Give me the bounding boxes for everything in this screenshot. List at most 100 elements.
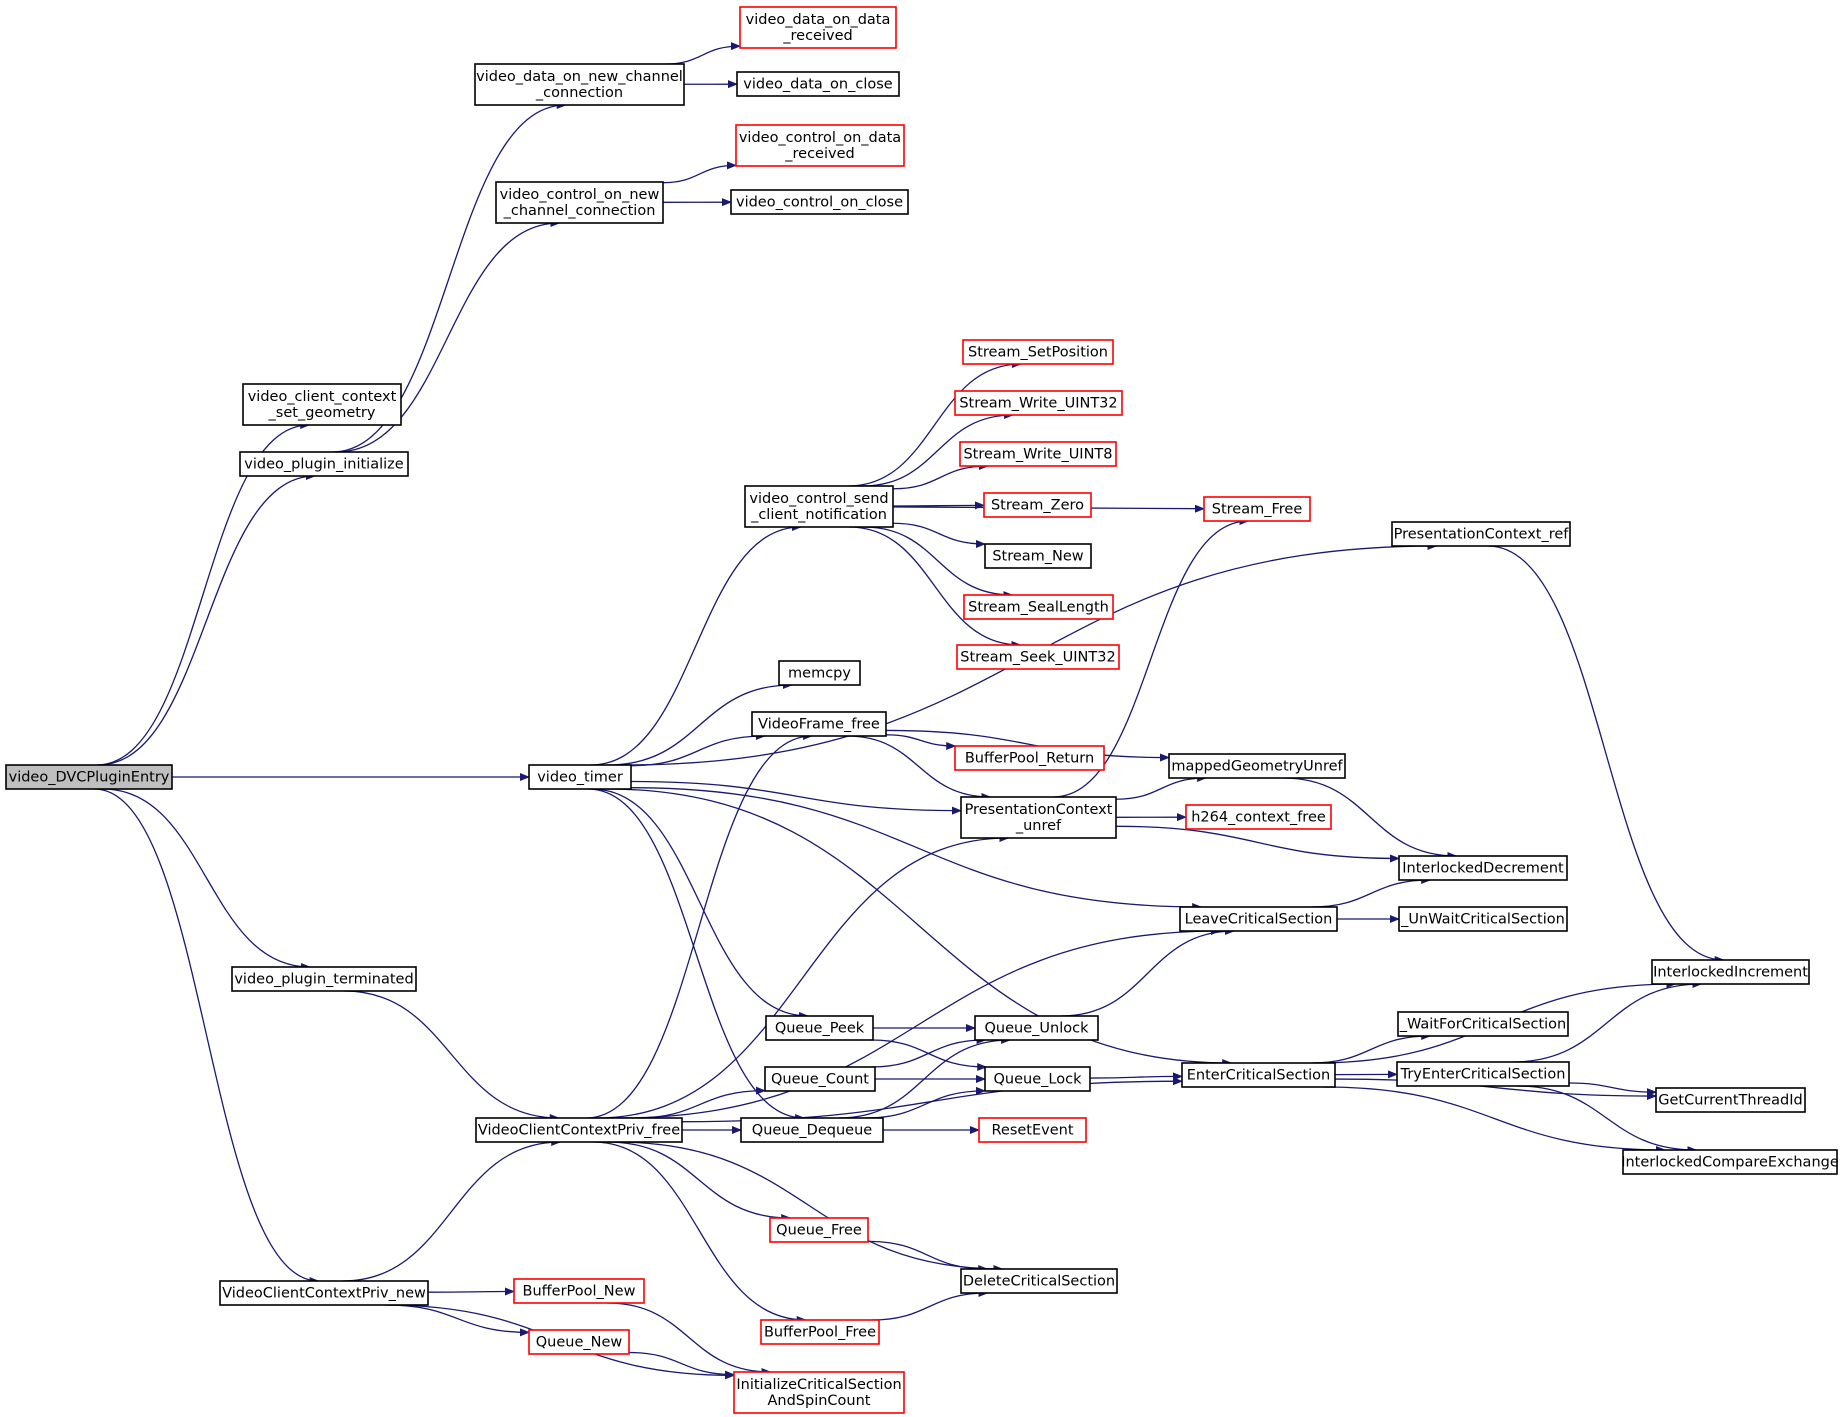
node-video-data-on-new-channel-connection[interactable]: video_data_on_new_channel_connection bbox=[474, 63, 685, 106]
node-label: video_data_on_new_channel bbox=[476, 69, 683, 85]
node-video-frame-free[interactable]: VideoFrame_free bbox=[751, 711, 887, 737]
node-try-enter-critical-section[interactable]: TryEnterCriticalSection bbox=[1396, 1061, 1570, 1087]
node-queue-unlock[interactable]: Queue_Unlock bbox=[974, 1015, 1099, 1041]
edge-buffer-pool-new-to-initialize-critical-section-and-spin-count bbox=[607, 1302, 772, 1376]
node-video-plugin-terminated[interactable]: video_plugin_terminated bbox=[231, 966, 417, 992]
node-label: video_plugin_terminated bbox=[234, 972, 413, 988]
edges-layer bbox=[94, 42, 1725, 1380]
node-video-timer[interactable]: video_timer bbox=[528, 764, 632, 790]
node-label: InterlockedDecrement bbox=[1402, 861, 1564, 877]
node-video-client-context-priv-new[interactable]: VideoClientContextPriv_new bbox=[219, 1280, 429, 1306]
edge-presentation-context-unref-to-interlocked-decrement bbox=[1115, 825, 1400, 863]
edge-video-client-context-priv-free-to-video-frame-free bbox=[586, 732, 813, 1119]
node-queue-count[interactable]: Queue_Count bbox=[764, 1066, 876, 1092]
node-video-control-on-new-channel-connection[interactable]: video_control_on_new_channel_connection bbox=[495, 181, 664, 224]
node-memcpy[interactable]: memcpy bbox=[778, 660, 861, 686]
node-stream-seal-length[interactable]: Stream_SealLength bbox=[963, 594, 1114, 620]
node-box bbox=[963, 594, 1114, 620]
edge-queue-lock-to-enter-critical-section bbox=[1089, 1072, 1183, 1081]
node-video-dvcplugin-entry[interactable]: video_DVCPluginEntry bbox=[5, 764, 173, 790]
node-get-current-thread-id[interactable]: GetCurrentThreadId bbox=[1655, 1087, 1806, 1113]
node-box bbox=[1655, 1087, 1806, 1113]
node-queue-free[interactable]: Queue_Free bbox=[769, 1217, 869, 1243]
node-label: LeaveCriticalSection bbox=[1185, 912, 1333, 928]
node-queue-peek[interactable]: Queue_Peek bbox=[765, 1015, 874, 1041]
node-presentation-context-ref[interactable]: PresentationContext_ref bbox=[1391, 521, 1571, 547]
node-box bbox=[960, 796, 1117, 839]
node-video-data-on-data-received[interactable]: video_data_on_data_received bbox=[739, 6, 897, 49]
node-stream-set-position[interactable]: Stream_SetPosition bbox=[962, 339, 1114, 365]
node-stream-free[interactable]: Stream_Free bbox=[1203, 496, 1311, 522]
node-queue-new[interactable]: Queue_New bbox=[528, 1329, 630, 1355]
node-interlocked-decrement[interactable]: InterlockedDecrement bbox=[1398, 855, 1568, 881]
node-buffer-pool-free[interactable]: BufferPool_Free bbox=[760, 1319, 880, 1345]
node-stream-zero[interactable]: Stream_Zero bbox=[983, 492, 1092, 518]
node-box bbox=[984, 1066, 1091, 1092]
node-box bbox=[1622, 1149, 1838, 1175]
node-stream-new[interactable]: Stream_New bbox=[984, 543, 1092, 569]
node-label: VideoClientContextPriv_new bbox=[222, 1286, 426, 1302]
edge-video-plugin-initialize-to-video-control-on-new-channel-connection bbox=[335, 219, 561, 453]
node-box bbox=[1397, 1011, 1569, 1037]
node-box bbox=[1651, 959, 1810, 985]
node-un-wait-critical-section[interactable]: _UnWaitCriticalSection bbox=[1398, 906, 1568, 932]
node-interlocked-increment[interactable]: InterlockedIncrement bbox=[1651, 959, 1810, 985]
node-stream-write-uint32[interactable]: Stream_Write_UINT32 bbox=[954, 390, 1123, 416]
node-box bbox=[960, 1268, 1118, 1294]
node-box bbox=[1181, 1062, 1336, 1088]
node-label: AndSpinCount bbox=[767, 1393, 870, 1409]
node-label: video_data_on_close bbox=[743, 77, 893, 93]
node-label: video_data_on_data bbox=[746, 12, 891, 28]
node-box bbox=[984, 543, 1092, 569]
node-buffer-pool-new[interactable]: BufferPool_New bbox=[513, 1278, 645, 1304]
node-box bbox=[974, 1015, 1099, 1041]
node-box bbox=[513, 1278, 645, 1304]
edge-video-timer-to-video-frame-free bbox=[630, 732, 766, 767]
node-stream-seek-uint32[interactable]: Stream_Seek_UINT32 bbox=[956, 644, 1120, 670]
node-wait-for-critical-section[interactable]: _WaitForCriticalSection bbox=[1397, 1011, 1569, 1037]
node-presentation-context-unref[interactable]: PresentationContext_unref bbox=[960, 796, 1117, 839]
node-queue-lock[interactable]: Queue_Lock bbox=[984, 1066, 1091, 1092]
node-label: TryEnterCriticalSection bbox=[1400, 1067, 1566, 1083]
node-box bbox=[765, 1015, 874, 1041]
edge-video-client-context-priv-free-to-presentation-context-unref bbox=[596, 834, 1010, 1119]
node-label: memcpy bbox=[788, 666, 851, 682]
node-label: _UnWaitCriticalSection bbox=[1400, 912, 1565, 928]
node-video-control-on-close[interactable]: video_control_on_close bbox=[730, 189, 909, 215]
edge-enter-critical-section-to-interlocked-compare-exchange bbox=[1323, 1086, 1666, 1154]
edge-video-client-context-priv-free-to-leave-critical-section bbox=[617, 927, 1221, 1119]
node-box bbox=[1396, 1061, 1570, 1087]
node-box bbox=[1398, 906, 1568, 932]
node-label: _unref bbox=[1015, 818, 1062, 834]
node-queue-dequeue[interactable]: Queue_Dequeue bbox=[740, 1117, 884, 1143]
node-label: Queue_Dequeue bbox=[752, 1123, 872, 1139]
node-buffer-pool-return[interactable]: BufferPool_Return bbox=[954, 745, 1105, 771]
node-stream-write-uint8[interactable]: Stream_Write_UINT8 bbox=[959, 441, 1117, 467]
node-mapped-geometry-unref[interactable]: mappedGeometryUnref bbox=[1168, 753, 1346, 779]
node-video-control-on-data-received[interactable]: video_control_on_data_received bbox=[735, 124, 905, 167]
edge-video-client-context-priv-new-to-queue-new bbox=[386, 1304, 530, 1337]
node-enter-critical-section[interactable]: EnterCriticalSection bbox=[1181, 1062, 1336, 1088]
node-label: video_control_on_data bbox=[739, 130, 901, 146]
edge-video-client-context-priv-free-to-buffer-pool-free bbox=[593, 1141, 807, 1324]
node-reset-event[interactable]: ResetEvent bbox=[978, 1117, 1087, 1143]
node-video-plugin-initialize[interactable]: video_plugin_initialize bbox=[239, 451, 409, 477]
node-box bbox=[959, 441, 1117, 467]
edge-video-timer-to-leave-critical-section bbox=[630, 787, 1203, 911]
node-video-data-on-close[interactable]: video_data_on_close bbox=[736, 71, 900, 97]
node-interlocked-compare-exchange[interactable]: InterlockedCompareExchange bbox=[1621, 1149, 1839, 1175]
node-video-control-send-client-notification[interactable]: video_control_send_client_notification bbox=[744, 485, 894, 528]
edge-try-enter-critical-section-to-interlocked-compare-exchange bbox=[1516, 1085, 1698, 1154]
node-label: _set_geometry bbox=[268, 405, 376, 421]
node-leave-critical-section[interactable]: LeaveCriticalSection bbox=[1179, 906, 1338, 932]
node-video-client-context-set-geometry[interactable]: video_client_context_set_geometry bbox=[242, 383, 402, 426]
node-box bbox=[956, 644, 1120, 670]
node-label: DeleteCriticalSection bbox=[963, 1274, 1115, 1290]
node-video-client-context-priv-free[interactable]: VideoClientContextPriv_free bbox=[475, 1117, 683, 1143]
node-label: mappedGeometryUnref bbox=[1171, 759, 1343, 775]
node-delete-critical-section[interactable]: DeleteCriticalSection bbox=[960, 1268, 1118, 1294]
node-label: Stream_Write_UINT32 bbox=[959, 396, 1117, 412]
node-h264-context-free[interactable]: h264_context_free bbox=[1185, 804, 1332, 830]
